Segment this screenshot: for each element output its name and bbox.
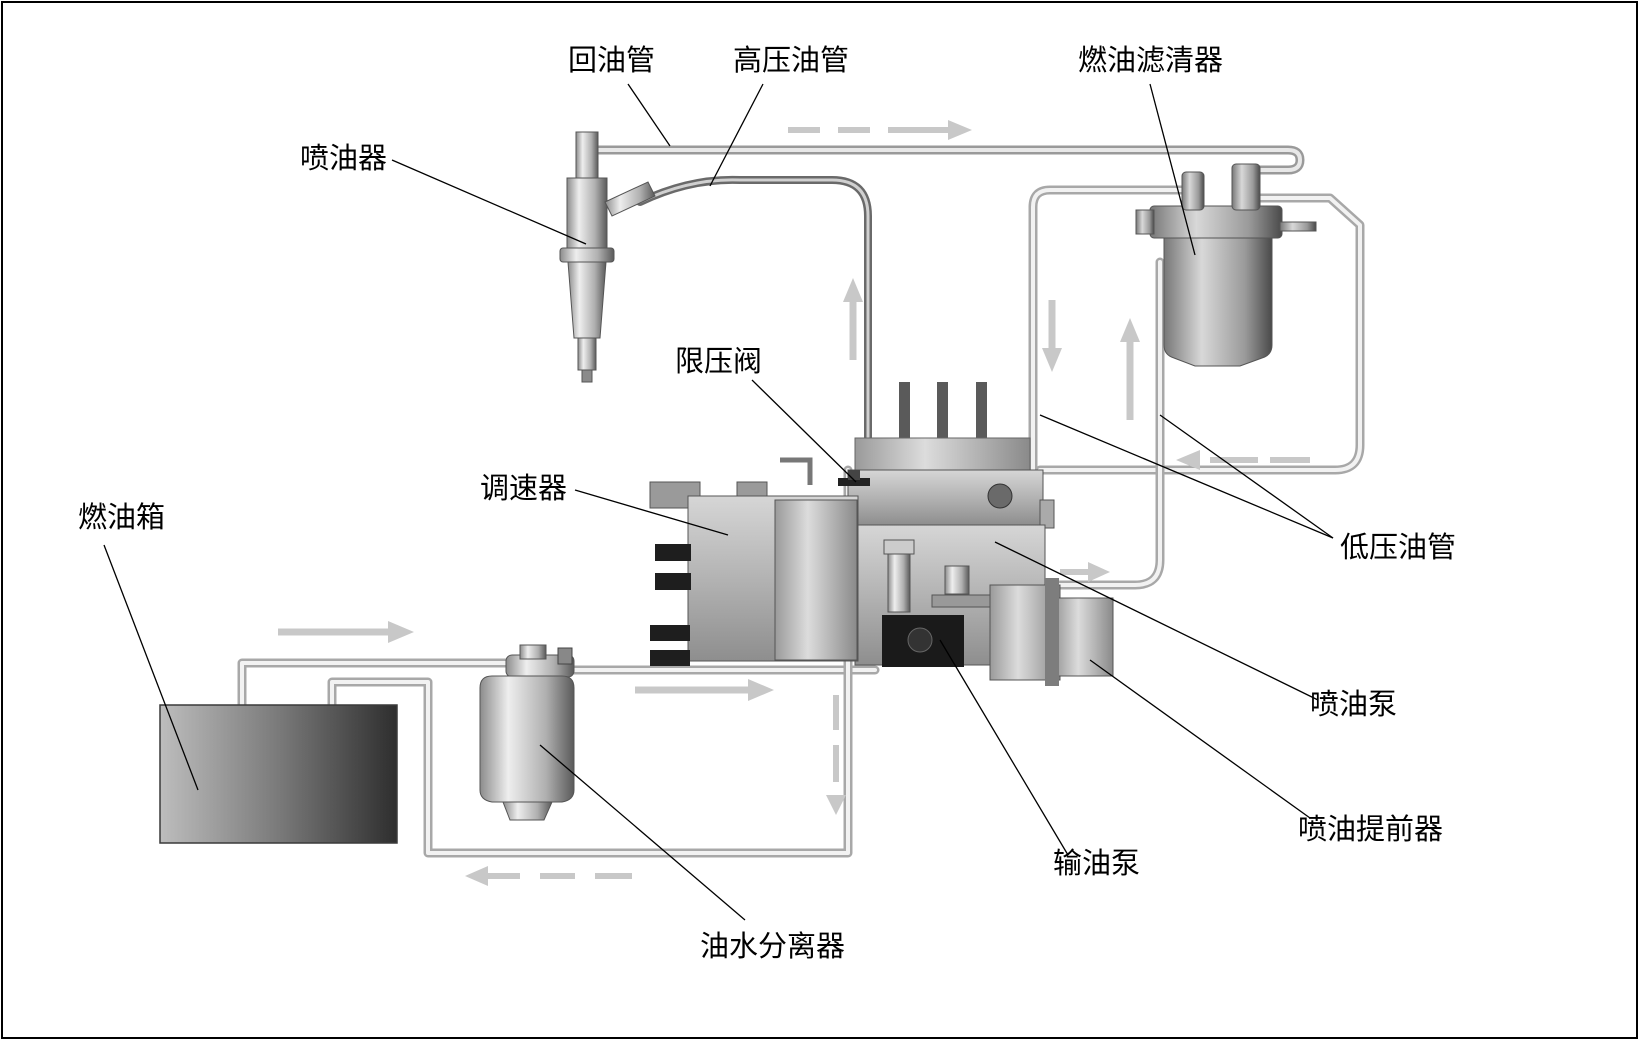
- label-pressure-limit-valve: 限压阀: [675, 344, 763, 378]
- flow-arrow-up-lp: [1120, 318, 1140, 420]
- label-transfer-pump: 输油泵: [1053, 846, 1141, 880]
- supply-pipe: [237, 658, 880, 710]
- label-water-separator: 油水分离器: [700, 929, 846, 963]
- label-high-pressure-pipe: 高压油管: [733, 43, 850, 77]
- label-fuel-tank: 燃油箱: [78, 500, 166, 534]
- flow-arrow-supply: [278, 621, 414, 643]
- leader-low-pressure-pipe-2: [1159, 414, 1334, 539]
- leader-transfer-pump: [939, 639, 1069, 856]
- leader-low-pressure-pipe-1: [1039, 414, 1334, 539]
- leader-fuel-tank: [103, 544, 199, 791]
- high-pressure-pipe: [636, 175, 872, 474]
- leader-lines: [103, 83, 1334, 921]
- leader-pressure-limit-valve: [751, 379, 857, 483]
- tank-return-pipe: [327, 465, 853, 858]
- leader-injection-advancer: [1089, 659, 1311, 819]
- leader-fuel-filter: [1149, 83, 1196, 256]
- fuel-filter: [1135, 163, 1317, 367]
- label-injection-advancer: 喷油提前器: [1298, 812, 1444, 846]
- flow-arrow-pump: [1060, 562, 1110, 582]
- flow-arrow-up-hp: [843, 278, 863, 360]
- label-low-pressure-pipe: 低压油管: [1340, 530, 1457, 564]
- leader-injection-pump: [994, 541, 1319, 701]
- flow-arrow-down-return: [826, 695, 846, 815]
- leader-water-separator: [539, 744, 746, 921]
- flow-arrow-tank-return: [465, 866, 632, 886]
- label-injector: 喷油器: [300, 141, 388, 175]
- label-fuel-filter: 燃油滤清器: [1078, 43, 1224, 77]
- flow-arrow-return: [788, 120, 972, 140]
- fuel-tank: [159, 704, 398, 844]
- leader-return-pipe: [627, 83, 671, 147]
- label-return-pipe: 回油管: [568, 43, 656, 77]
- flow-arrow-supply-2: [635, 679, 774, 701]
- flow-arrow-left-lp: [1176, 450, 1310, 470]
- flow-arrow-down-lp: [1042, 300, 1062, 372]
- return-pipe: [585, 145, 1305, 175]
- leader-governor: [574, 489, 729, 536]
- flow-arrows: [278, 120, 1310, 886]
- label-injection-pump: 喷油泵: [1310, 687, 1398, 721]
- water-separator: [479, 644, 575, 821]
- pressure-limit-valve: [838, 470, 870, 486]
- label-governor: 调速器: [480, 471, 568, 505]
- leader-high-pressure-pipe: [709, 83, 764, 187]
- low-pressure-pipe: [1028, 185, 1365, 590]
- injector: [559, 131, 656, 383]
- injection-pump: [847, 382, 1114, 686]
- pipes: [237, 145, 1365, 858]
- leader-injector: [391, 159, 587, 245]
- governor: [649, 457, 859, 666]
